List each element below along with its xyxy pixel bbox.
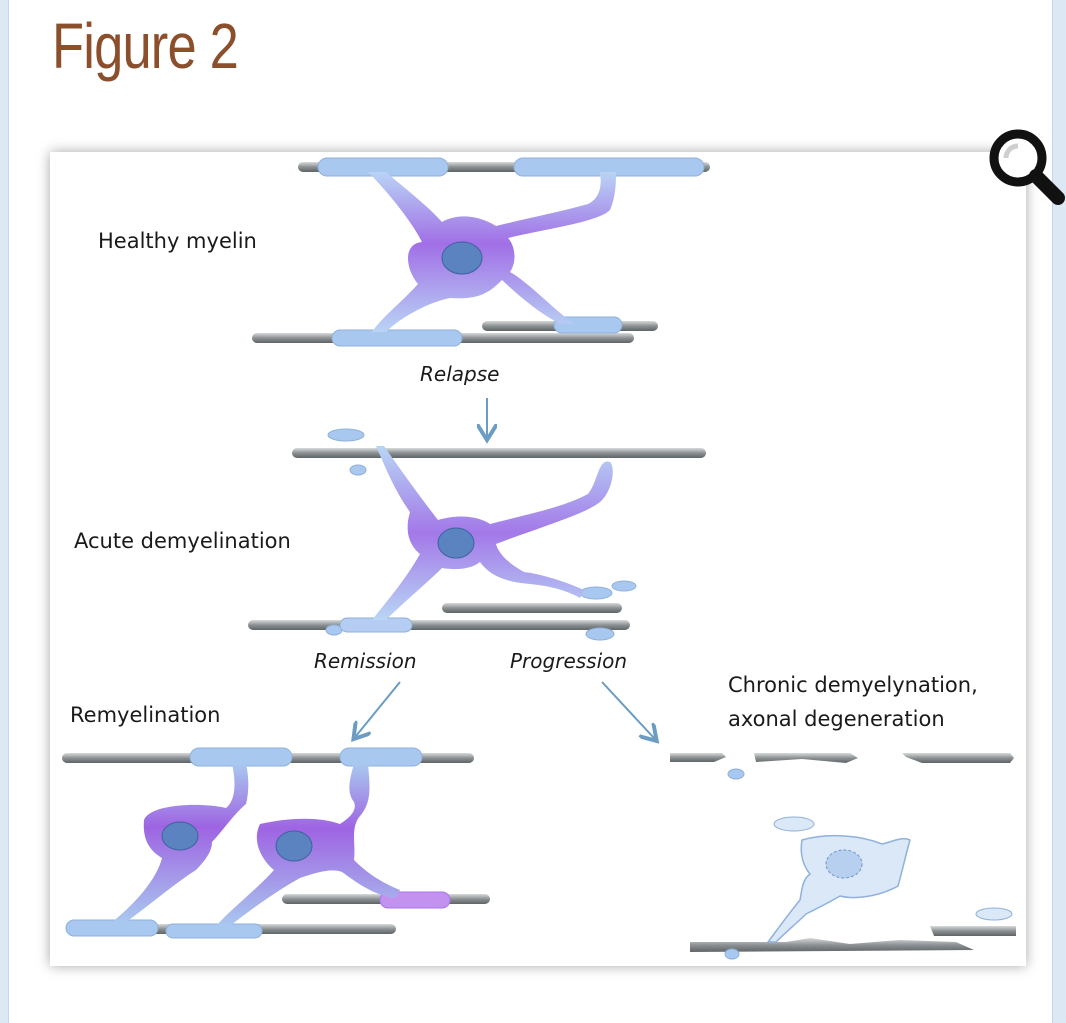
myelin-sheath (331, 329, 463, 347)
label-chronic-line2: axonal degeneration (728, 707, 945, 731)
right-frame-border (1052, 0, 1066, 1023)
myelin-diagram: Healthy myelin Relapse Acute demyelinati… (62, 157, 1016, 960)
arrow-progression (601, 681, 654, 738)
chronic-demyelination-group (670, 753, 1016, 960)
label-remyelination: Remyelination (70, 703, 220, 727)
myelin-debris (975, 907, 1013, 921)
remyelination-group (62, 747, 490, 939)
healthy-myelin-group (252, 157, 710, 347)
myelin-sheath (339, 747, 423, 767)
axon (292, 448, 706, 458)
myelin-sheath (553, 316, 623, 334)
label-progression: Progression (510, 649, 627, 673)
label-healthy-myelin: Healthy myelin (98, 229, 257, 253)
degenerated-axon (754, 753, 858, 763)
degenerated-axon (670, 753, 726, 762)
label-acute-demyelination: Acute demyelination (74, 529, 291, 553)
left-frame-border (0, 0, 9, 1023)
zoom-button[interactable] (984, 124, 1066, 206)
figure-image[interactable]: Healthy myelin Relapse Acute demyelinati… (50, 152, 1026, 966)
myelin-sheath (165, 923, 263, 939)
myelin-debris (727, 768, 745, 780)
degenerated-axon (690, 938, 974, 952)
degenerated-axon (902, 753, 1014, 763)
nucleus (161, 821, 199, 851)
axon (442, 603, 622, 613)
myelin-sheath (339, 617, 413, 633)
myelin-debris (325, 624, 343, 636)
acute-demyelination-group (248, 428, 706, 641)
myelin-debris (349, 464, 367, 476)
label-relapse: Relapse (420, 362, 499, 386)
arrow-remission (356, 681, 401, 736)
myelin-debris (611, 580, 637, 592)
page-title: Figure 2 (52, 10, 239, 82)
dying-oligodendrocyte (766, 834, 911, 943)
oligodendrocyte (368, 172, 616, 332)
label-remission: Remission (314, 649, 417, 673)
oligodendrocyte (372, 446, 613, 620)
nucleus (825, 849, 863, 879)
nucleus (441, 241, 483, 275)
axon (248, 620, 630, 630)
myelin-debris (773, 816, 815, 832)
myelin-debris (579, 586, 613, 600)
nucleus (437, 527, 475, 559)
degenerated-axon (930, 926, 1016, 936)
myelin-debris (585, 627, 615, 641)
myelin-sheath (379, 891, 451, 909)
myelin-debris (327, 428, 365, 442)
magnifier-icon (989, 129, 1065, 205)
label-chronic-line1: Chronic demyelynation, (728, 673, 978, 697)
nucleus (275, 830, 313, 862)
myelin-debris (724, 948, 740, 960)
myelin-sheath (65, 919, 159, 937)
myelin-sheath (189, 747, 293, 767)
